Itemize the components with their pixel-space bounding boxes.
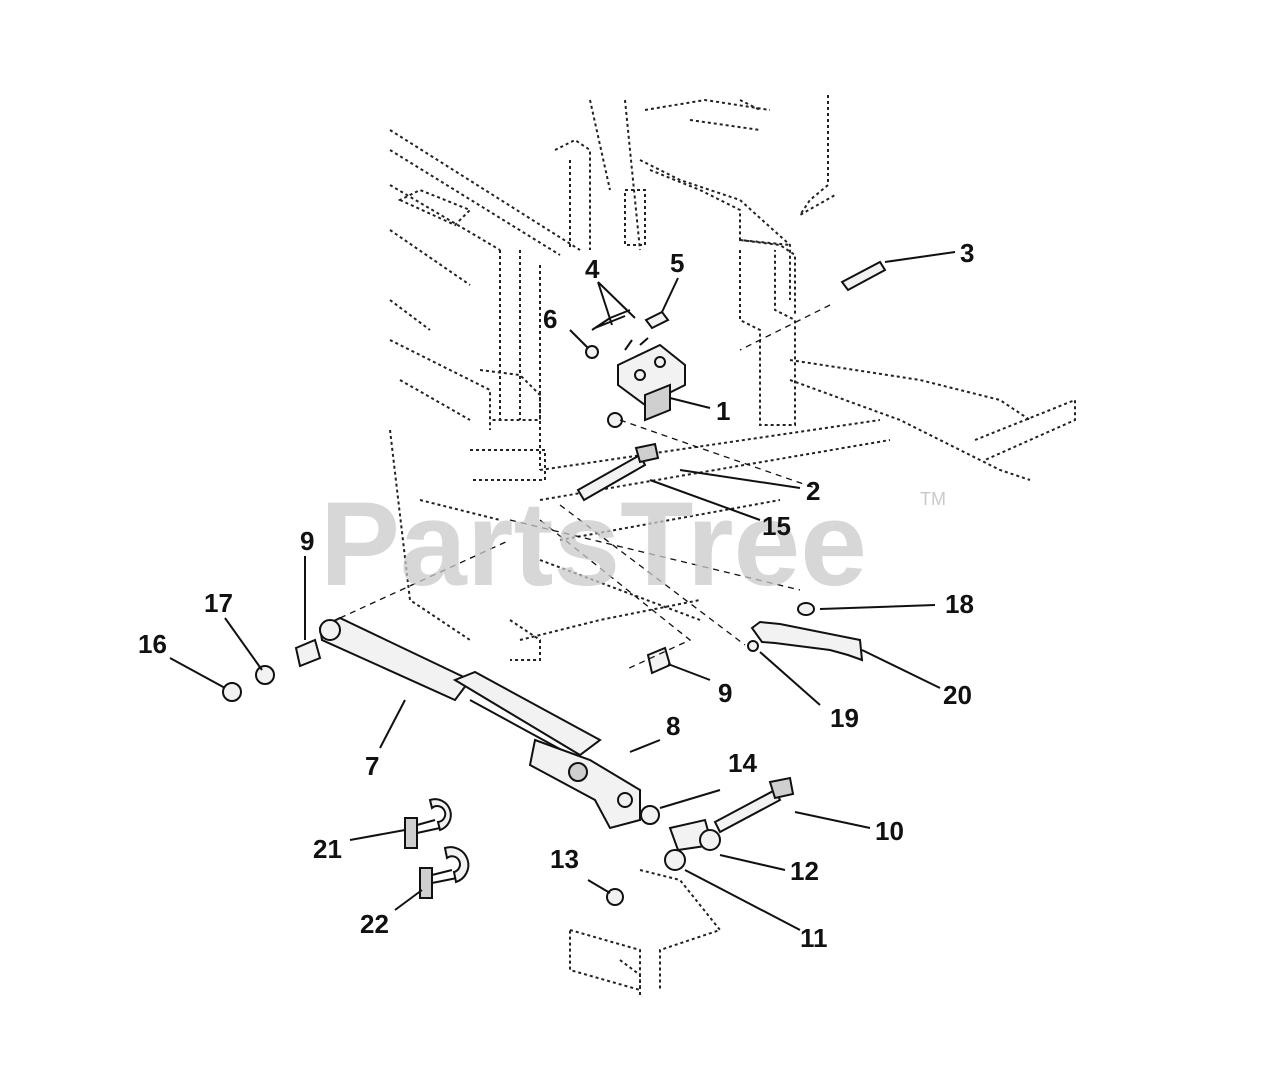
watermark-text: PartsTree xyxy=(320,477,867,611)
watermark: PartsTree TM xyxy=(320,477,946,611)
callout-19: 19 xyxy=(830,703,859,733)
part-9-spacer-left xyxy=(294,638,322,668)
part-12-rod-end xyxy=(668,818,721,852)
callout-22: 22 xyxy=(360,909,389,939)
part-1-valve-block xyxy=(617,337,686,422)
part-6-nut xyxy=(585,345,599,359)
part-2-nut xyxy=(607,412,623,428)
callout-3: 3 xyxy=(960,238,974,268)
trademark-symbol: TM xyxy=(920,489,946,509)
callout-6: 6 xyxy=(543,304,557,334)
callout-18: 18 xyxy=(945,589,974,619)
part-9-spacer-middle xyxy=(646,646,672,675)
part-19-washer xyxy=(747,640,759,652)
callout-20: 20 xyxy=(943,680,972,710)
part-11-washer xyxy=(664,849,686,871)
callout-16: 16 xyxy=(138,629,167,659)
callout-21: 21 xyxy=(313,834,342,864)
callout-12: 12 xyxy=(790,856,819,886)
callout-1: 1 xyxy=(716,396,730,426)
leader-lines xyxy=(169,251,956,931)
callout-10: 10 xyxy=(875,816,904,846)
tractor-frame xyxy=(389,95,1076,995)
part-10-bolt xyxy=(713,776,795,834)
part-7-cylinder xyxy=(318,616,602,761)
callout-17: 17 xyxy=(204,588,233,618)
callout-5: 5 xyxy=(670,248,684,278)
callout-13: 13 xyxy=(550,844,579,874)
callout-11: 11 xyxy=(800,923,828,953)
callout-9-left: 9 xyxy=(300,526,314,556)
part-8-rod-clevis xyxy=(528,738,641,830)
part-22-clip xyxy=(419,846,470,899)
assembly-guides xyxy=(339,304,831,671)
callout-2: 2 xyxy=(806,476,820,506)
callout-4: 4 xyxy=(585,254,600,284)
parts xyxy=(222,260,887,906)
callout-9-middle: 9 xyxy=(718,678,732,708)
part-20-bracket xyxy=(750,620,864,662)
part-18-bushing xyxy=(797,602,815,616)
part-21-clip xyxy=(404,798,452,849)
part-17-washer xyxy=(255,665,275,685)
part-16-nut xyxy=(222,682,242,702)
part-15-bolt xyxy=(576,442,660,502)
part-14-nut xyxy=(640,805,660,825)
callout-15: 15 xyxy=(762,511,791,541)
callout-8: 8 xyxy=(666,711,680,741)
part-5-bolt xyxy=(644,310,670,330)
callout-7: 7 xyxy=(365,751,379,781)
part-3-bolt xyxy=(840,260,887,292)
callout-labels: 1 2 3 4 5 6 7 8 9 9 10 11 12 13 14 15 16… xyxy=(138,238,974,953)
part-13-nut xyxy=(606,888,624,906)
callout-14: 14 xyxy=(728,748,757,778)
